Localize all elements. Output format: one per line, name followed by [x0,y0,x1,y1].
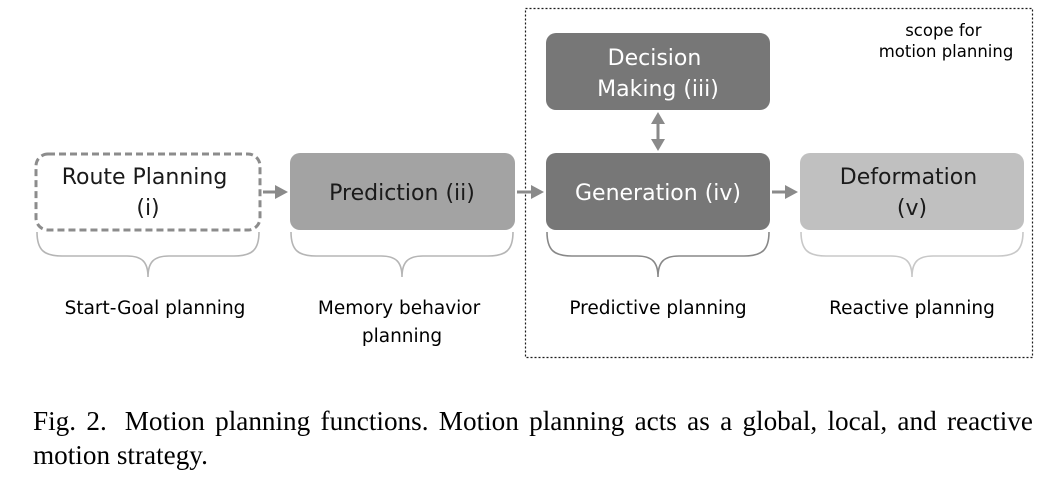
figure-caption: Fig. 2.Motion planning functions. Motion… [33,404,1033,472]
reactive-planning-label: Reactive planning [829,298,995,319]
prediction-box [290,153,515,230]
scope-label: scope for motion planning [879,21,1014,61]
brace-predictive [546,231,770,278]
motion-planning-diagram: scope for motion planning Route Planning… [34,7,1034,359]
brace-reactive [800,231,1024,278]
generation-box [546,153,770,230]
decision-making-label: Decision Making (iii) [597,46,719,102]
start-goal-planning-label: Start-Goal planning [65,298,246,319]
arrow-generation-to-deformation [772,185,798,199]
memory-behavior-planning-label: Memory behavior planning [318,298,486,347]
arrow-decision-generation-bidirectional [651,112,665,151]
brace-memory-behavior [290,231,514,278]
figure-caption-text: Motion planning functions. Motion planni… [33,406,1033,470]
motion-planning-scope-frame [524,7,1034,359]
predictive-planning-label: Predictive planning [569,298,746,319]
deformation-label: Deformation (v) [840,165,984,221]
route-planning-label: Route Planning (i) [62,165,235,221]
arrow-route-to-prediction [263,185,288,199]
deformation-box [800,153,1024,230]
brace-start-goal [36,231,260,278]
decision-making-box [546,33,770,110]
generation-label: Generation (iv) [575,181,741,206]
arrow-prediction-to-generation [517,185,544,199]
figure-number: Fig. 2. [33,406,107,436]
route-planning-box [34,152,262,232]
prediction-label: Prediction (ii) [329,181,475,206]
